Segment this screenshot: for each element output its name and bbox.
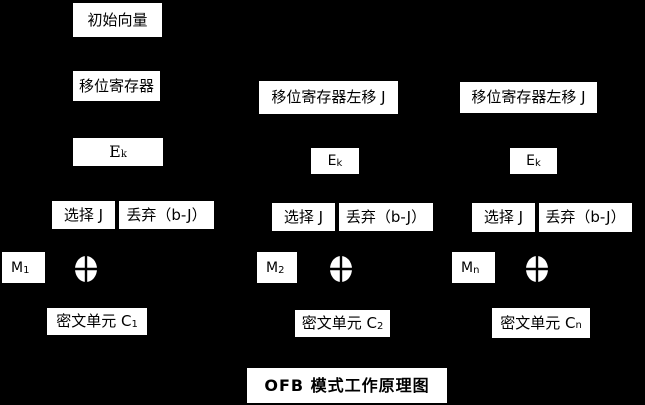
shift-register-box-1: 移位寄存器 xyxy=(73,71,160,101)
select-box-3: 选择 J xyxy=(472,203,535,232)
message-subscript: 1 xyxy=(23,264,30,276)
shift-register-box-3: 移位寄存器左移 J xyxy=(460,82,597,113)
message-label: M xyxy=(266,259,279,276)
xor-icon xyxy=(75,256,97,282)
xor-icon xyxy=(330,256,352,282)
cipher-subscript: n xyxy=(575,320,582,331)
cipher-label: 密文单元 C xyxy=(56,312,132,330)
encryptor-subscript: k xyxy=(535,158,541,169)
message-subscript: n xyxy=(473,264,480,276)
cipher-subscript: 2 xyxy=(376,320,384,332)
cipher-label: 密文单元 C xyxy=(301,314,377,332)
cipher-subscript: 1 xyxy=(131,318,138,330)
xor-icon xyxy=(526,256,548,282)
discard-box-1: 丢弃（b-J） xyxy=(119,201,214,229)
diagram-title: OFB 模式工作原理图 xyxy=(247,368,447,403)
discard-box-2: 丢弃（b-J） xyxy=(339,203,433,231)
discard-box-3: 丢弃（b-J） xyxy=(539,203,632,232)
cipher-label: 密文单元 C xyxy=(500,313,576,332)
message-subscript: 2 xyxy=(278,264,285,276)
select-box-2: 选择 J xyxy=(272,203,335,231)
message-label: M xyxy=(11,259,24,276)
encryptor-label: E xyxy=(327,153,337,169)
message-label: M xyxy=(461,259,474,276)
shift-register-box-2: 移位寄存器左移 J xyxy=(259,81,398,114)
encryptor-label: E xyxy=(109,142,121,161)
encryptor-label: E xyxy=(526,153,536,169)
encryptor-subscript: k xyxy=(120,149,127,160)
select-box-1: 选择 J xyxy=(52,201,115,229)
encryptor-subscript: k xyxy=(336,158,343,169)
initial-vector-box: 初始向量 xyxy=(73,3,162,37)
